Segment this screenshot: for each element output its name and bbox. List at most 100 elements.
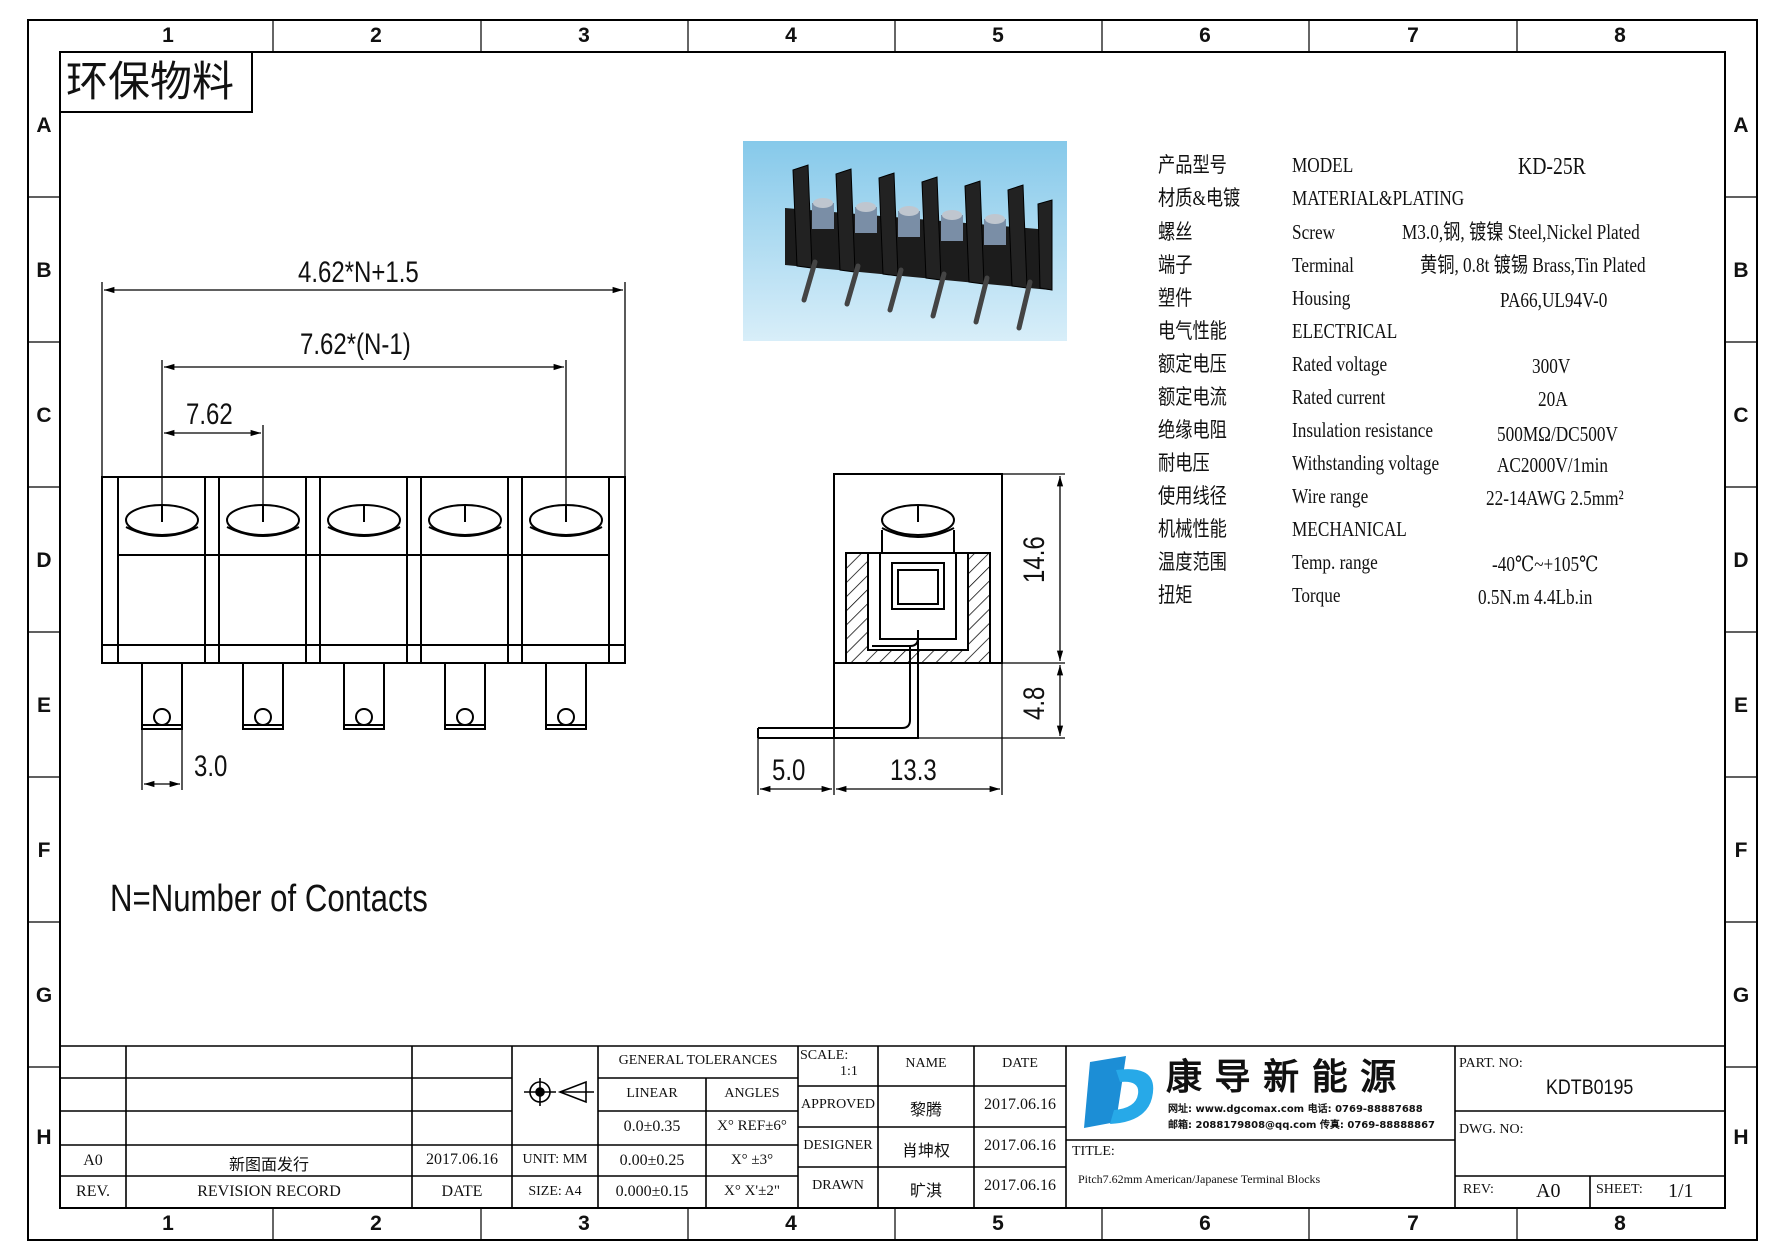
dim-pin-width: 3.0 [194, 750, 228, 783]
sheet-label: SHEET: [1596, 1182, 1643, 1197]
spec-en: Screw [1292, 220, 1336, 244]
grid-col-2-top: 2 [370, 24, 382, 47]
dim-height: 14.6 [1018, 536, 1051, 583]
tolerance-linear: 0.0±0.35 [623, 1118, 681, 1135]
grid-row-f-right: F [1734, 839, 1748, 862]
tolerance-linear: 0.00±0.25 [619, 1152, 685, 1169]
grid-row-f-left: F [37, 839, 51, 862]
grid-row-d-right: D [1733, 549, 1749, 572]
side-view [757, 473, 1003, 739]
angles-header: ANGLES [724, 1086, 780, 1101]
designer-date: 2017.06.16 [984, 1137, 1056, 1154]
spec-en: Wire range [1292, 484, 1369, 508]
date-column-header: DATE [441, 1183, 483, 1200]
spec-val: 黄铜, 0.8t 镀锡 Brass,Tin Plated [1420, 253, 1646, 277]
spec-cn: 端子 [1158, 253, 1193, 277]
tolerance-angle: X° ±3° [730, 1152, 774, 1168]
grid-col-7-top: 7 [1407, 24, 1419, 47]
linear-header: LINEAR [626, 1086, 678, 1101]
grid-row-c-right: C [1733, 404, 1749, 427]
company-name: 康 导 新 能 源 [1166, 1057, 1397, 1098]
grid-row-a-right: A [1733, 114, 1749, 137]
spec-val: 500MΩ/DC500V [1497, 422, 1618, 446]
size: SIZE: A4 [528, 1184, 582, 1199]
contacts-note: N=Number of Contacts [110, 878, 428, 920]
dim-side-pin: 5.0 [772, 754, 806, 787]
spec-en: Insulation resistance [1292, 418, 1434, 442]
general-tolerances: GENERAL TOLERANCES [618, 1053, 778, 1068]
title-block-grid [60, 1045, 1725, 1208]
spec-en: Terminal [1292, 253, 1354, 277]
product-photo [743, 141, 1067, 341]
part-number: KDTB0195 [1546, 1076, 1634, 1099]
revision-record-header: REVISION RECORD [197, 1183, 341, 1200]
spec-en: MECHANICAL [1292, 517, 1407, 541]
grid-col-8-top: 8 [1614, 24, 1626, 47]
scale-label: SCALE: [800, 1048, 849, 1063]
frame [27, 19, 1758, 1241]
spec-cn: 使用线径 [1158, 484, 1227, 508]
spec-val: AC2000V/1min [1497, 453, 1608, 477]
spec-cn: 扭矩 [1158, 583, 1193, 607]
name-header: NAME [905, 1056, 947, 1071]
company-contact-2: 邮箱: 2088179808@qq.com 传真: 0769-88888867 [1168, 1120, 1436, 1131]
company-logo-icon [1084, 1056, 1154, 1128]
grid-row-h-right: H [1733, 1126, 1749, 1149]
side-dimensions [757, 473, 1065, 795]
grid-col-6-top: 6 [1199, 24, 1211, 47]
spec-en: Rated current [1292, 385, 1386, 409]
grid-row-e-right: E [1733, 694, 1748, 717]
spec-en: Housing [1292, 286, 1351, 310]
spec-en: Withstanding voltage [1292, 451, 1440, 475]
tolerance-linear: 0.000±0.15 [615, 1183, 689, 1200]
drawn-label: DRAWN [812, 1178, 864, 1193]
spec-en: ELECTRICAL [1292, 319, 1398, 343]
grid-col-3-bottom: 3 [578, 1212, 590, 1235]
eco-material-stamp: 环保物料 [66, 57, 235, 106]
grid-col-5-top: 5 [992, 24, 1004, 47]
designer-name: 肖坤权 [901, 1143, 950, 1160]
rev-code: A0 [83, 1152, 103, 1169]
spec-cn: 产品型号 [1158, 153, 1227, 177]
rev-date: 2017.06.16 [426, 1151, 498, 1168]
spec-val: 20A [1538, 387, 1568, 411]
spec-en: MODEL [1292, 153, 1354, 177]
grid-col-8-bottom: 8 [1614, 1212, 1626, 1235]
grid-row-b-right: B [1733, 259, 1749, 282]
grid-row-a-left: A [36, 114, 52, 137]
spec-val: 22-14AWG 2.5mm² [1486, 486, 1624, 510]
spec-cn: 额定电流 [1158, 385, 1227, 409]
tolerance-angle: X° REF±6° [717, 1118, 787, 1134]
scale-value: 1:1 [840, 1064, 858, 1079]
grid-row-g-left: G [35, 984, 53, 1007]
spec-val: -40℃~+105℃ [1492, 552, 1599, 576]
spec-cn: 耐电压 [1158, 451, 1210, 475]
part-no-label: PART. NO: [1459, 1056, 1523, 1071]
grid-col-4-bottom: 4 [785, 1212, 797, 1235]
dim-pin-span: 7.62*(N-1) [300, 328, 411, 361]
grid-col-2-bottom: 2 [370, 1212, 382, 1235]
rev-value: A0 [1536, 1180, 1561, 1202]
unit: UNIT: MM [522, 1152, 588, 1167]
date-header: DATE [1002, 1056, 1038, 1071]
grid-row-e-left: E [36, 694, 51, 717]
spec-en: Torque [1292, 583, 1341, 607]
grid-row-b-left: B [36, 259, 52, 282]
approved-name: 黎腾 [909, 1102, 942, 1119]
spec-cn: 电气性能 [1158, 319, 1227, 343]
grid-row-g-right: G [1732, 984, 1750, 1007]
dim-pin-length: 4.8 [1018, 686, 1051, 720]
spec-val: 0.5N.m 4.4Lb.in [1478, 585, 1593, 609]
grid-col-1-bottom: 1 [162, 1212, 174, 1235]
grid-col-7-bottom: 7 [1407, 1212, 1419, 1235]
grid-col-1-top: 1 [162, 24, 174, 47]
spec-val: PA66,UL94V-0 [1500, 288, 1608, 312]
spec-val: M3.0,钢, 镀镍 Steel,Nickel Plated [1402, 220, 1640, 244]
stamp-box [59, 51, 253, 113]
spec-cn: 温度范围 [1158, 550, 1227, 574]
spec-cn: 材质&电镀 [1158, 186, 1241, 210]
spec-val: KD-25R [1518, 154, 1586, 180]
tolerance-angle: X° X'±2" [724, 1183, 780, 1199]
approved-label: APPROVED [801, 1097, 875, 1112]
